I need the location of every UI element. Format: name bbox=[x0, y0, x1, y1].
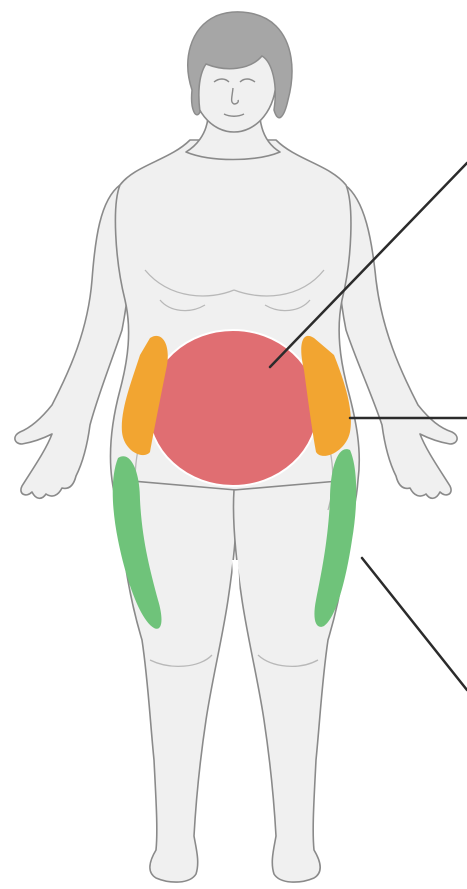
abdominal-fat-region bbox=[148, 330, 318, 486]
thigh-pointer-line bbox=[362, 558, 467, 690]
leg-gap bbox=[232, 560, 244, 880]
